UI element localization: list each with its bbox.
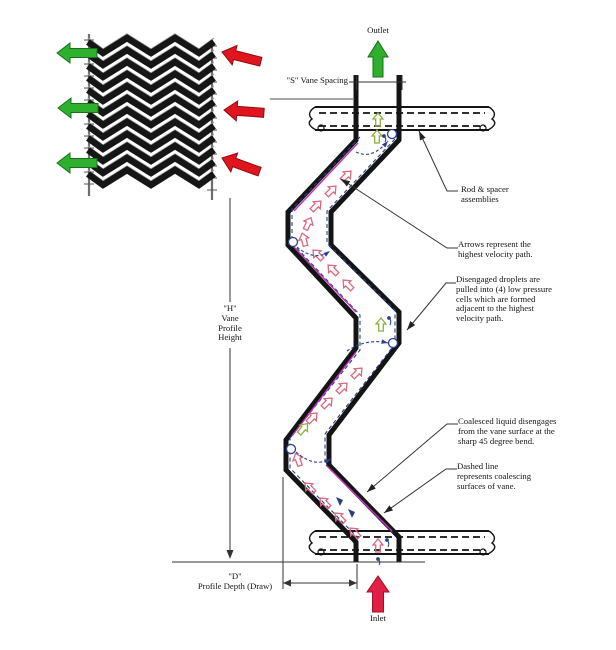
annotation-droplets: Disengaged droplets are pulled into (4) … <box>456 274 553 324</box>
velocity-arrows-pink <box>290 166 384 553</box>
vane-right-wall <box>326 75 402 562</box>
s-dimension <box>349 75 406 90</box>
inflow-arrows-red <box>218 41 266 182</box>
leader-rod-spacer <box>418 130 458 192</box>
profile-depth-label: "D" Profile Depth (Draw) <box>197 571 273 591</box>
red-arrow-icon <box>222 99 266 124</box>
droplets-and-trajectories <box>285 128 399 566</box>
annotation-rod-spacer: Rod & spacer assemblies <box>461 184 509 204</box>
droplet-path <box>296 246 331 257</box>
vane-stack-3d <box>56 33 266 200</box>
droplet-marks <box>376 134 392 566</box>
d-dimension <box>282 477 358 589</box>
droplet-path <box>346 339 389 352</box>
vane-left-wall <box>283 75 359 562</box>
coalescing-film-lines <box>291 142 393 532</box>
annotation-dashed-line: Dashed line represents coalescing surfac… <box>457 461 532 491</box>
droplet-path <box>355 140 389 155</box>
outlet-arrow-icon <box>367 40 389 78</box>
red-arrow-icon <box>219 41 264 72</box>
bottom-rod-assembly <box>308 530 496 556</box>
leader-dashed-line <box>383 468 457 514</box>
leader-velocity <box>340 178 458 249</box>
annotation-velocity-path: Arrows represent the highest velocity pa… <box>458 239 533 259</box>
liquid-drain-arrows <box>336 497 355 518</box>
outlet-label: Outlet <box>367 25 389 35</box>
leader-droplets <box>406 282 456 331</box>
h-dimension <box>172 198 425 563</box>
droplet <box>287 236 299 248</box>
inlet-label: Inlet <box>370 613 386 623</box>
top-rod-assembly <box>308 106 496 132</box>
droplet <box>387 337 399 349</box>
inlet-arrow-icon <box>366 575 390 613</box>
annotation-coalesced: Coalesced liquid disengages from the van… <box>458 416 557 446</box>
leader-coalesced <box>366 423 458 493</box>
vane-spacing-label: "S" Vane Spacing <box>286 75 348 85</box>
stacked-vane-plates <box>88 33 214 185</box>
leader-lines <box>340 130 458 514</box>
droplet <box>386 128 398 140</box>
droplet <box>285 443 297 455</box>
red-arrow-icon <box>218 148 264 182</box>
vane-height-label: "H" Vane Profile Height <box>218 303 242 343</box>
